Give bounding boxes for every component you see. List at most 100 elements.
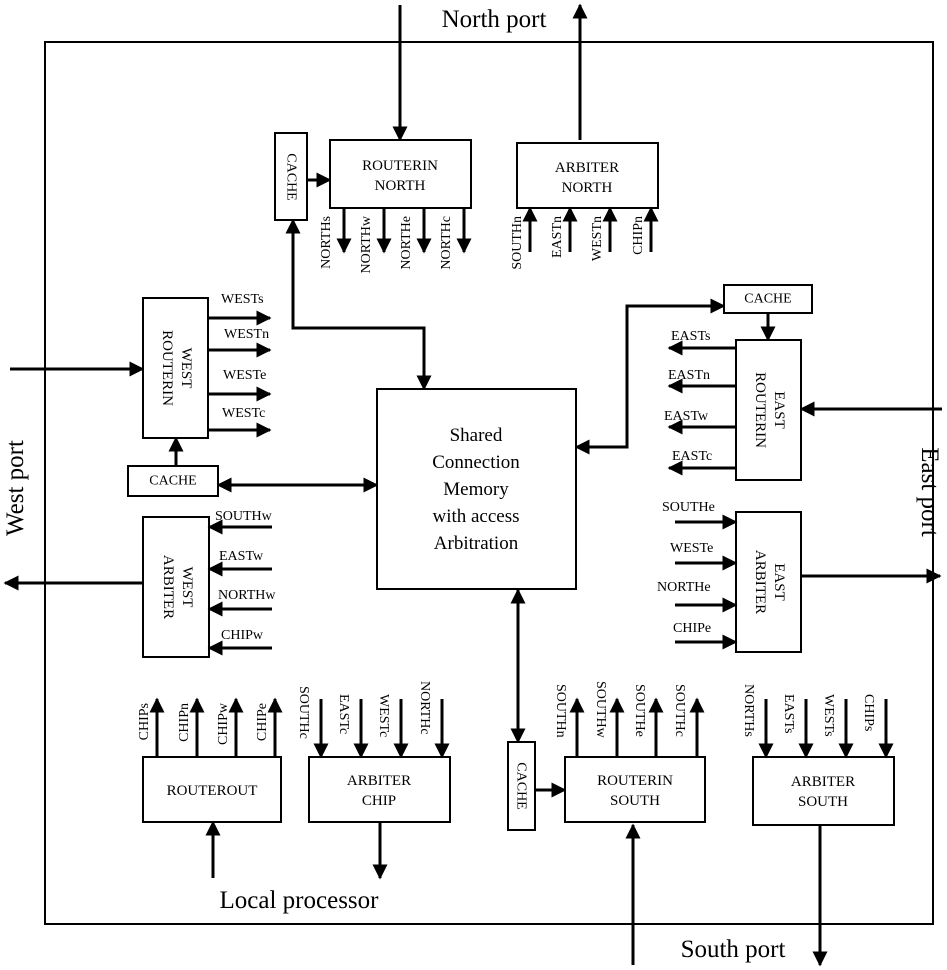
routerin-north-outputs: NORTHs NORTHw NORTHe NORTHc bbox=[319, 208, 472, 274]
signal-label: SOUTHe bbox=[662, 500, 715, 515]
arbiter-chip-line-2: CHIP bbox=[362, 793, 396, 809]
shared-memory-line-5: Arbitration bbox=[434, 533, 519, 554]
signal-label: CHIPe bbox=[255, 703, 270, 741]
east-port-label: East port bbox=[916, 447, 943, 537]
signal-label: CHIPs bbox=[861, 694, 876, 731]
signal-label: SOUTHn bbox=[510, 216, 525, 270]
routerin-east-outputs: EASTs EASTn EASTw EASTc bbox=[664, 329, 736, 476]
router-boundary bbox=[44, 41, 934, 925]
shared-memory-line-3: Memory bbox=[443, 479, 509, 500]
signal-label: SOUTHc bbox=[296, 686, 311, 739]
arbiter-west-block: ARBITER WEST bbox=[142, 516, 210, 658]
shared-memory-block: Shared Connection Memory with access Arb… bbox=[376, 388, 577, 590]
cache-west-label: CACHE bbox=[149, 474, 196, 489]
routerin-east-block: ROUTERIN EAST bbox=[735, 339, 802, 481]
local-processor-label: Local processor bbox=[220, 887, 380, 914]
signal-label: NORTHw bbox=[218, 588, 276, 603]
arbiter-west-line-1: ARBITER bbox=[160, 555, 176, 619]
signal-label: NORTHc bbox=[417, 681, 432, 735]
arbiter-chip-line-1: ARBITER bbox=[347, 773, 411, 789]
arbiter-north-line-1: ARBITER bbox=[555, 160, 619, 176]
signal-label: WESTe bbox=[670, 541, 713, 556]
signal-label: EASTw bbox=[664, 409, 709, 424]
signal-label: WESTn bbox=[590, 216, 605, 261]
cache-east: CACHE bbox=[723, 284, 813, 314]
signal-label: WESTc bbox=[222, 406, 265, 421]
routerin-north-line-2: NORTH bbox=[375, 178, 426, 194]
signal-label: NORTHe bbox=[657, 580, 711, 595]
routerin-south-outputs: SOUTHn SOUTHw SOUTHe SOUTHc bbox=[553, 681, 705, 757]
arbiter-south-line-2: SOUTH bbox=[798, 794, 848, 810]
signal-label: EASTn bbox=[550, 216, 565, 258]
routerin-west-block: ROUTERIN WEST bbox=[142, 297, 209, 439]
signal-label: EASTs bbox=[781, 694, 796, 733]
signal-label: SOUTHn bbox=[553, 684, 568, 738]
routerin-west-outputs: WESTs WESTn WESTe WESTc bbox=[208, 292, 272, 438]
arbiter-west-line-2: WEST bbox=[179, 567, 195, 608]
arbiter-chip-inputs: SOUTHc EASTc WESTc NORTHc bbox=[296, 681, 450, 759]
arbiter-north-line-2: NORTH bbox=[562, 180, 613, 196]
signal-label: CHIPn bbox=[177, 703, 192, 742]
arbiter-south-line-1: ARBITER bbox=[791, 774, 855, 790]
south-port-label: South port bbox=[681, 936, 786, 963]
arbiter-south-inputs: NORTHs EASTs WESTs CHIPs bbox=[741, 684, 894, 759]
routerin-east-line-2: EAST bbox=[771, 391, 787, 429]
routerin-south-block: ROUTERIN SOUTH bbox=[564, 756, 706, 823]
west-port-label: West port bbox=[2, 440, 29, 536]
signal-label: CHIPe bbox=[673, 621, 711, 636]
shared-memory-line-4: with access bbox=[432, 506, 519, 527]
signal-label: NORTHs bbox=[741, 684, 756, 737]
shared-memory-line-2: Connection bbox=[432, 452, 520, 473]
routerout-line-1: ROUTEROUT bbox=[167, 783, 258, 799]
signal-label: WESTe bbox=[223, 368, 266, 383]
signal-label: CHIPs bbox=[137, 703, 152, 740]
signal-label: EASTc bbox=[672, 449, 712, 464]
north-cache-memory-link bbox=[285, 218, 432, 391]
signal-label: SOUTHc bbox=[672, 684, 687, 737]
signal-label: EASTc bbox=[336, 694, 351, 734]
signal-label: SOUTHw bbox=[215, 509, 273, 524]
arbiter-north-inputs: SOUTHn EASTn WESTn CHIPn bbox=[510, 206, 659, 270]
routerin-east-line-1: ROUTERIN bbox=[752, 372, 768, 448]
arbiter-south-block: ARBITER SOUTH bbox=[752, 756, 895, 826]
routerin-north-line-1: ROUTERIN bbox=[362, 158, 438, 174]
signal-label: EASTs bbox=[671, 329, 710, 344]
routerin-south-line-1: ROUTERIN bbox=[597, 773, 673, 789]
routerout-outputs: CHIPs CHIPn CHIPw CHIPe bbox=[137, 697, 283, 757]
cache-north-label: CACHE bbox=[284, 153, 299, 200]
arbiter-east-inputs: SOUTHe WESTe NORTHe CHIPe bbox=[657, 500, 738, 650]
routerin-north-block: ROUTERIN NORTH bbox=[329, 139, 472, 209]
signal-label: EASTw bbox=[219, 549, 264, 564]
north-port-label: North port bbox=[442, 6, 547, 33]
signal-label: WESTs bbox=[821, 694, 836, 737]
signal-label: SOUTHw bbox=[593, 681, 608, 739]
arbiter-west-inputs: SOUTHw EASTw NORTHw CHIPw bbox=[207, 509, 276, 656]
signal-label: NORTHs bbox=[319, 216, 334, 269]
routerin-west-line-2: WEST bbox=[178, 348, 194, 389]
shared-memory-line-1: Shared bbox=[450, 425, 503, 446]
signal-label: SOUTHe bbox=[632, 684, 647, 737]
arbiter-north-block: ARBITER NORTH bbox=[516, 142, 659, 209]
signal-label: CHIPw bbox=[221, 628, 264, 643]
signal-label: WESTn bbox=[224, 327, 269, 342]
cache-west: CACHE bbox=[127, 465, 219, 497]
signal-label: NORTHw bbox=[359, 215, 374, 273]
signal-label: CHIPn bbox=[631, 216, 646, 255]
east-cache-memory-link bbox=[574, 298, 726, 455]
routerout-block: ROUTEROUT bbox=[142, 756, 282, 823]
routerin-west-line-1: ROUTERIN bbox=[159, 330, 175, 406]
cache-south-label: CACHE bbox=[514, 762, 529, 809]
signal-label: EASTn bbox=[668, 368, 710, 383]
arbiter-east-block: ARBITER EAST bbox=[735, 511, 802, 653]
cache-east-label: CACHE bbox=[744, 292, 791, 307]
cache-north: CACHE bbox=[274, 132, 308, 221]
arbiter-east-line-1: ARBITER bbox=[752, 550, 768, 614]
signal-label: CHIPw bbox=[216, 702, 231, 745]
arbiter-east-line-2: EAST bbox=[771, 563, 787, 601]
signal-label: NORTHe bbox=[399, 216, 414, 270]
arbiter-chip-block: ARBITER CHIP bbox=[308, 756, 451, 823]
cache-south: CACHE bbox=[507, 741, 536, 831]
signal-label: WESTs bbox=[221, 292, 264, 307]
routerin-south-line-2: SOUTH bbox=[610, 793, 660, 809]
